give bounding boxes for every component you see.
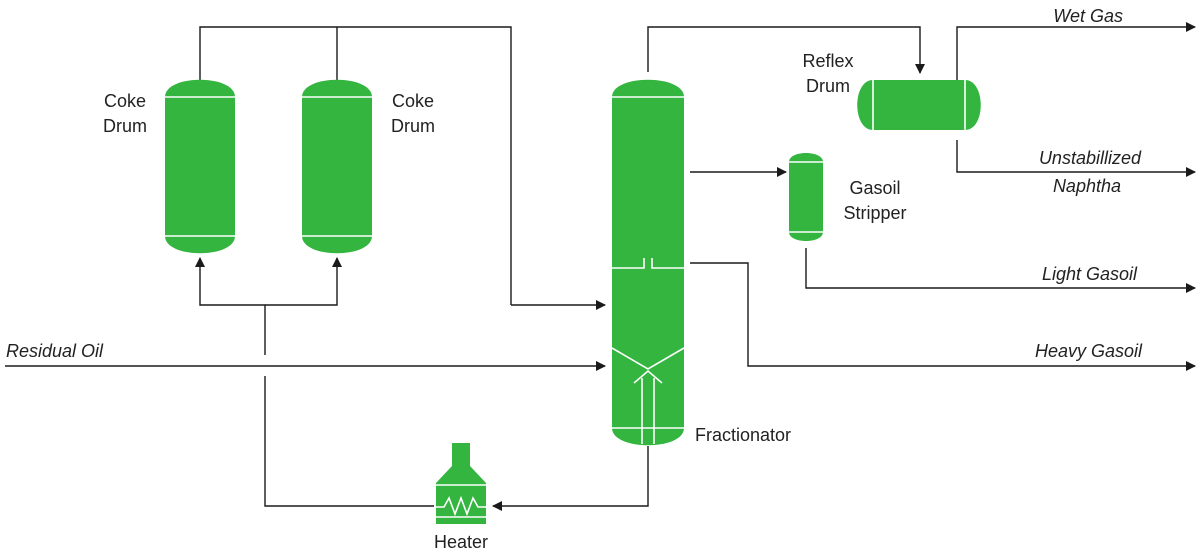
equipment-labels: Coke Drum Coke Drum Reflex Drum Gasoil S… [103, 51, 907, 552]
coke-feed-split-line [195, 257, 266, 355]
naphtha-label-line2: Naphtha [1053, 176, 1121, 196]
fractionator-overhead-line [647, 26, 925, 74]
heater-label: Heater [434, 532, 488, 552]
coke-drum-right [302, 79, 372, 254]
reflex-drum [857, 80, 981, 130]
flow-lines [5, 22, 1196, 511]
coke-feed-right-branch [265, 257, 342, 306]
naphtha-line [956, 140, 1196, 177]
coke-drum-left [165, 79, 235, 254]
wet-gas-line [956, 22, 1196, 80]
gasoil-stripper-label-line1: Gasoil [849, 178, 900, 198]
heater [436, 443, 486, 524]
fractionator-column [611, 79, 685, 446]
coke-drum-left-overhead-line [199, 26, 512, 305]
naphtha-label-line1: Unstabillized [1039, 148, 1142, 168]
heater-coil-icon [436, 495, 486, 517]
fractionator-bottoms-line [492, 446, 649, 511]
wet-gas-label: Wet Gas [1053, 6, 1123, 26]
fractionator-label: Fractionator [695, 425, 791, 445]
heavy-gasoil-label: Heavy Gasoil [1035, 341, 1143, 361]
light-gasoil-line [805, 248, 1196, 293]
light-gasoil-label: Light Gasoil [1042, 264, 1138, 284]
gasoil-stripper [789, 153, 823, 241]
gasoil-stripper-label-line2: Stripper [843, 203, 906, 223]
reflex-drum-label-line1: Reflex [802, 51, 853, 71]
coke-drum-left-label-line2: Drum [103, 116, 147, 136]
heavy-gasoil-line [690, 262, 1196, 371]
coke-drum-right-label-line1: Coke [392, 91, 434, 111]
heater-to-coke-drum-line [264, 376, 434, 507]
residual-oil-label: Residual Oil [6, 341, 104, 361]
stream-labels: Residual Oil Wet Gas Unstabillized Napht… [6, 6, 1143, 361]
reflex-drum-label-line2: Drum [806, 76, 850, 96]
coke-drum-left-label-line1: Coke [104, 91, 146, 111]
coke-drum-right-label-line2: Drum [391, 116, 435, 136]
